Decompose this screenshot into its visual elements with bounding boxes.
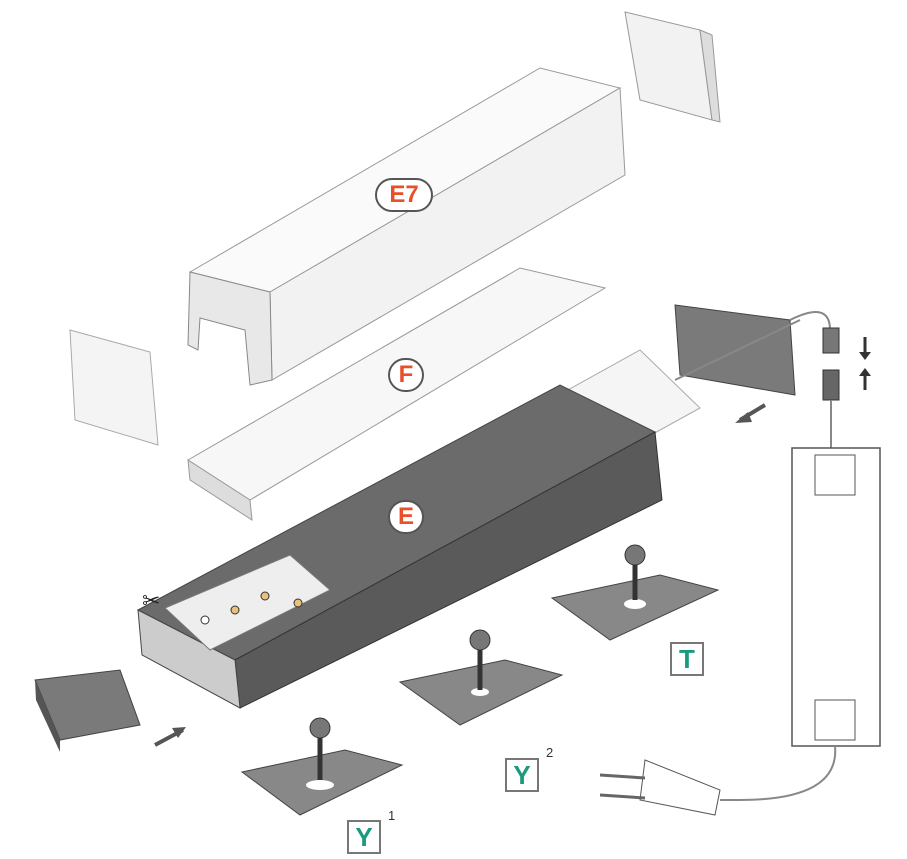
mount-label-y2: Y xyxy=(505,758,539,792)
connector-male xyxy=(822,327,840,354)
connector-female xyxy=(822,369,840,401)
end-cap-left xyxy=(69,329,159,446)
mounting-clip-t xyxy=(550,544,720,641)
mount-label-y1-superscript: 1 xyxy=(388,808,396,823)
mount-label-y1: Y xyxy=(347,820,381,854)
end-cap-top xyxy=(624,11,721,123)
mount-label-y2-superscript: 2 xyxy=(546,745,554,760)
power-supply xyxy=(791,447,881,747)
end-cap-grey-left xyxy=(34,669,141,752)
part-label-e: E xyxy=(388,500,424,534)
scissors-icon: ✂ xyxy=(142,588,160,613)
profile-e xyxy=(136,384,663,709)
end-cap-with-cable xyxy=(674,304,831,396)
mount-label-t: T xyxy=(670,642,704,676)
euro-plug xyxy=(599,759,721,816)
part-label-f: F xyxy=(388,358,424,392)
mounting-clip-y1 xyxy=(240,717,404,816)
mounting-clip-y2 xyxy=(398,629,564,726)
part-label-e7: E7 xyxy=(375,178,433,212)
